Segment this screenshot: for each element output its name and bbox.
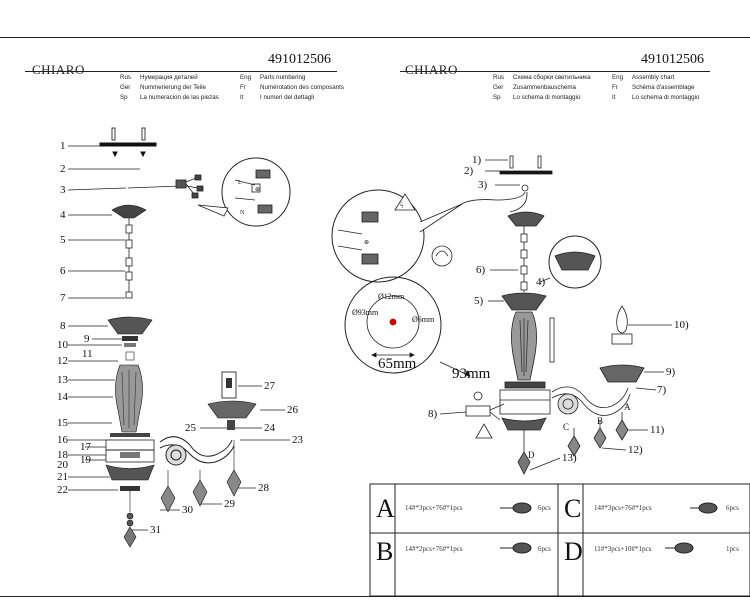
part-label: 1	[60, 140, 66, 152]
sub-label: D	[528, 450, 535, 460]
part-label: 6	[60, 265, 66, 277]
step-label: 3)	[478, 179, 488, 191]
dim-d93: Ø93mm	[352, 308, 379, 317]
crystal-drops	[160, 440, 242, 513]
table-letter-d: D	[564, 537, 583, 566]
part-label: 8	[60, 320, 66, 332]
candle-cup	[207, 400, 257, 419]
step-label: 13)	[562, 452, 577, 464]
part-label: 27	[264, 380, 275, 392]
table-qty-d: 1pcs	[726, 545, 739, 553]
part-label: 15	[57, 417, 68, 429]
canopy-cup	[111, 204, 147, 219]
table-spec-d: 11#*3pcs+10#*1pcs	[594, 545, 652, 553]
table-spec-c: 14#*3pcs+76#*1pcs	[594, 504, 652, 512]
wiring-connector: ⊕ L N	[127, 157, 291, 227]
part-label: 21	[57, 471, 68, 483]
part-label: 26	[287, 404, 298, 416]
table-letter-c: C	[564, 494, 582, 523]
part-label: 2	[60, 163, 66, 175]
step-label: 6)	[476, 264, 486, 276]
scroll-arm	[159, 436, 235, 466]
step-label: 1)	[472, 154, 482, 166]
step-label: 5)	[474, 295, 484, 307]
part-label: 11	[82, 348, 93, 360]
table-qty-c: 6pcs	[726, 504, 739, 512]
right-logo: CHIARO	[405, 62, 458, 77]
part-label: 9	[84, 333, 90, 345]
part-label: 20	[57, 459, 68, 471]
step-label: 9)	[666, 366, 676, 378]
part-label: 24	[264, 422, 275, 434]
part-label: 12	[57, 355, 68, 367]
table-spec-b: 14#*2pcs+76#*1pcs	[405, 545, 463, 553]
table-qty-a: 6pcs	[538, 504, 551, 512]
mounting-plate	[99, 127, 157, 158]
part-label: 28	[258, 482, 269, 494]
part-label: 14	[57, 391, 68, 403]
table-spec-a: 14#*3pcs+76#*1pcs	[405, 504, 463, 512]
table-letter-b: B	[376, 537, 394, 566]
dim-93mm: 93mm	[452, 366, 491, 382]
step-label: 7)	[657, 384, 667, 396]
step-label: 8)	[428, 408, 438, 420]
dim-65mm: 65mm	[378, 356, 417, 372]
svg-text:⊕: ⊕	[364, 240, 369, 246]
right-header-rule	[400, 71, 710, 72]
part-label: 10	[57, 339, 68, 351]
table-qty-b: 6pcs	[538, 545, 551, 553]
svg-text:N: N	[240, 210, 245, 216]
part-label: 22	[57, 484, 68, 496]
table-letter-a: A	[376, 494, 395, 523]
crystal-table	[369, 483, 750, 597]
chain	[125, 218, 133, 299]
part-label: 18	[57, 449, 68, 461]
part-label: 4	[60, 209, 66, 221]
top-border	[0, 37, 750, 38]
part-label: 31	[150, 524, 161, 536]
part-label: 29	[224, 498, 235, 510]
part-label: 7	[60, 292, 66, 304]
part-label: 25	[185, 422, 196, 434]
assembly-drawing: ϟ ⊕	[331, 155, 672, 475]
right-product-code: 491012506	[641, 52, 704, 67]
svg-text:ϟ: ϟ	[400, 201, 404, 210]
part-label: 5	[60, 234, 66, 246]
part-label: 13	[57, 374, 68, 386]
sub-label: C	[563, 422, 570, 432]
left-header-rule	[25, 71, 337, 72]
part-label: 3	[60, 184, 66, 196]
left-product-code: 491012506	[268, 52, 331, 67]
step-label: 11)	[650, 424, 665, 436]
upper-bowl	[107, 316, 153, 335]
dim-d12: Ø12mm	[378, 292, 405, 301]
step-label: 2)	[464, 165, 474, 177]
svg-text:L: L	[238, 180, 242, 186]
bottom-pendant	[123, 491, 137, 548]
part-label: 16	[57, 434, 68, 446]
sub-label: A	[624, 402, 631, 412]
part-label: 23	[292, 434, 303, 446]
part-label: 19	[80, 454, 91, 466]
step-label: 4)	[536, 276, 546, 288]
dim-d6: Ø6mm	[412, 315, 435, 324]
part-label: 17	[80, 441, 91, 453]
step-label: 10)	[674, 319, 689, 331]
svg-text:⊕: ⊕	[255, 187, 260, 193]
sub-label: B	[597, 416, 604, 426]
part-label: 30	[182, 504, 193, 516]
step-label: 12)	[628, 444, 643, 456]
left-logo: CHIARO	[32, 62, 85, 77]
